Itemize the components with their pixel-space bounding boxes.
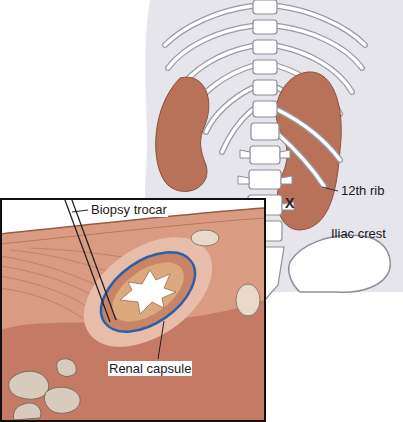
leader-line [72, 210, 88, 212]
capsule-label: Renal capsule [108, 361, 192, 376]
left-kidney [156, 77, 209, 191]
leader-line [158, 321, 164, 359]
rib-label: 12th rib [340, 183, 385, 198]
iliac-crest-label: Iliac crest [330, 226, 387, 241]
biopsy-trocar [62, 200, 116, 322]
trocar-label: Biopsy trocar [90, 202, 168, 217]
site-marker: X [284, 196, 295, 211]
leader-line [322, 187, 338, 191]
vertebra-section [9, 359, 80, 420]
inset-section [2, 200, 264, 420]
twelfth-rib [278, 134, 324, 186]
inset-frame [1, 199, 265, 421]
right-kidney [276, 72, 341, 230]
iliac-crest [289, 235, 391, 292]
